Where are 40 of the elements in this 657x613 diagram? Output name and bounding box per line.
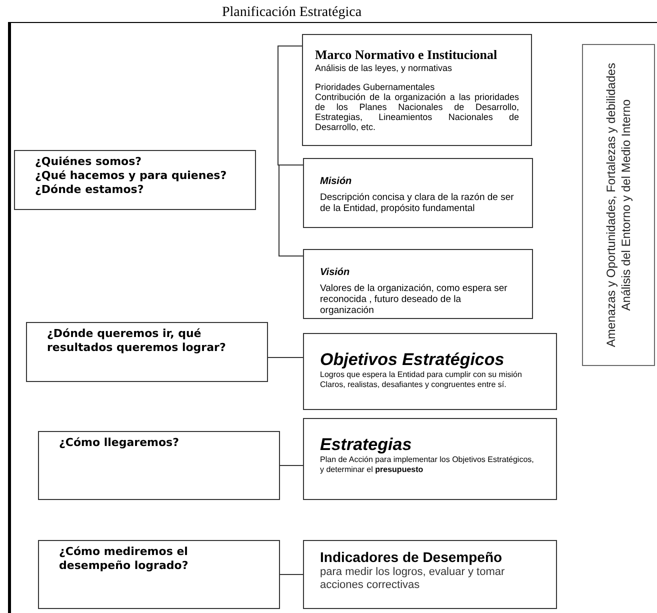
box-heading: Estrategias (320, 435, 413, 455)
box-heading: Objetivos Estratégicos (320, 350, 506, 370)
question-text: ¿Cómo llegaremos? (59, 436, 180, 450)
vertical-text: Amenazas y Oportunidades, Fortalezas y debilidades (604, 62, 618, 348)
box-description: Contribución de la organización a las prioridades de los Planes Nacionales de Desarrollo, Estrategias, Lineamientos Nacionales de Desarrollo, etc. (315, 92, 519, 132)
question-text: ¿Dónde queremos ir, qué resultados queremos lograr? (47, 327, 227, 355)
box-heading: Visión (320, 266, 351, 279)
box-description: Claros, realistas, desafiantes y congruentes entre sí. (320, 380, 508, 389)
diagram-title: Planificación Estratégica (222, 4, 362, 21)
question-text: ¿Qué hacemos y para quienes? (35, 169, 228, 183)
text-box (303, 158, 533, 228)
box-heading: Indicadores de Desempeño (320, 549, 504, 566)
box-description: Prioridades Gubernamentales (315, 82, 436, 92)
box-description: para medir los logros, evaluar y tomar acciones correctivas (320, 566, 506, 592)
text-box (303, 333, 557, 410)
text-box (302, 34, 532, 146)
text-box (26, 322, 268, 382)
box-description: Valores de la organización, como espera ser reconocida , futuro deseado de la organización (320, 283, 508, 316)
box-description: Logros que espera la Entidad para cumplir con su misión (320, 370, 523, 380)
box-description: Descripción concisa y clara de la razón de ser de la Entidad, propósito fundamental (320, 192, 515, 214)
vertical-text: Análisis del Entorno y del Medio Interno (618, 99, 634, 311)
question-text: ¿Cómo mediremos el desempeño logrado? (59, 545, 190, 573)
question-text: ¿Quiénes somos? (35, 155, 143, 169)
connector-line (278, 164, 304, 256)
text-box (38, 540, 280, 609)
box-description: Plan de Acción para implementar los Objetivos Estratégicos, y determinar el presupuesto (320, 455, 535, 474)
box-heading: Misión (320, 175, 353, 188)
box-heading: Marco Normativo e Institucional (315, 47, 498, 63)
text-box (303, 540, 557, 609)
text-box (38, 431, 280, 500)
connector-line (280, 574, 304, 575)
box-description: Análisis de las leyes, y normativas (315, 63, 454, 74)
connector-line (268, 357, 304, 358)
text-box (14, 150, 256, 210)
text-box (303, 249, 533, 319)
connector-line (278, 46, 304, 166)
text-box (582, 44, 655, 366)
text-box (303, 418, 557, 500)
connector-line (280, 465, 304, 466)
question-text: ¿Dónde estamos? (35, 183, 145, 197)
